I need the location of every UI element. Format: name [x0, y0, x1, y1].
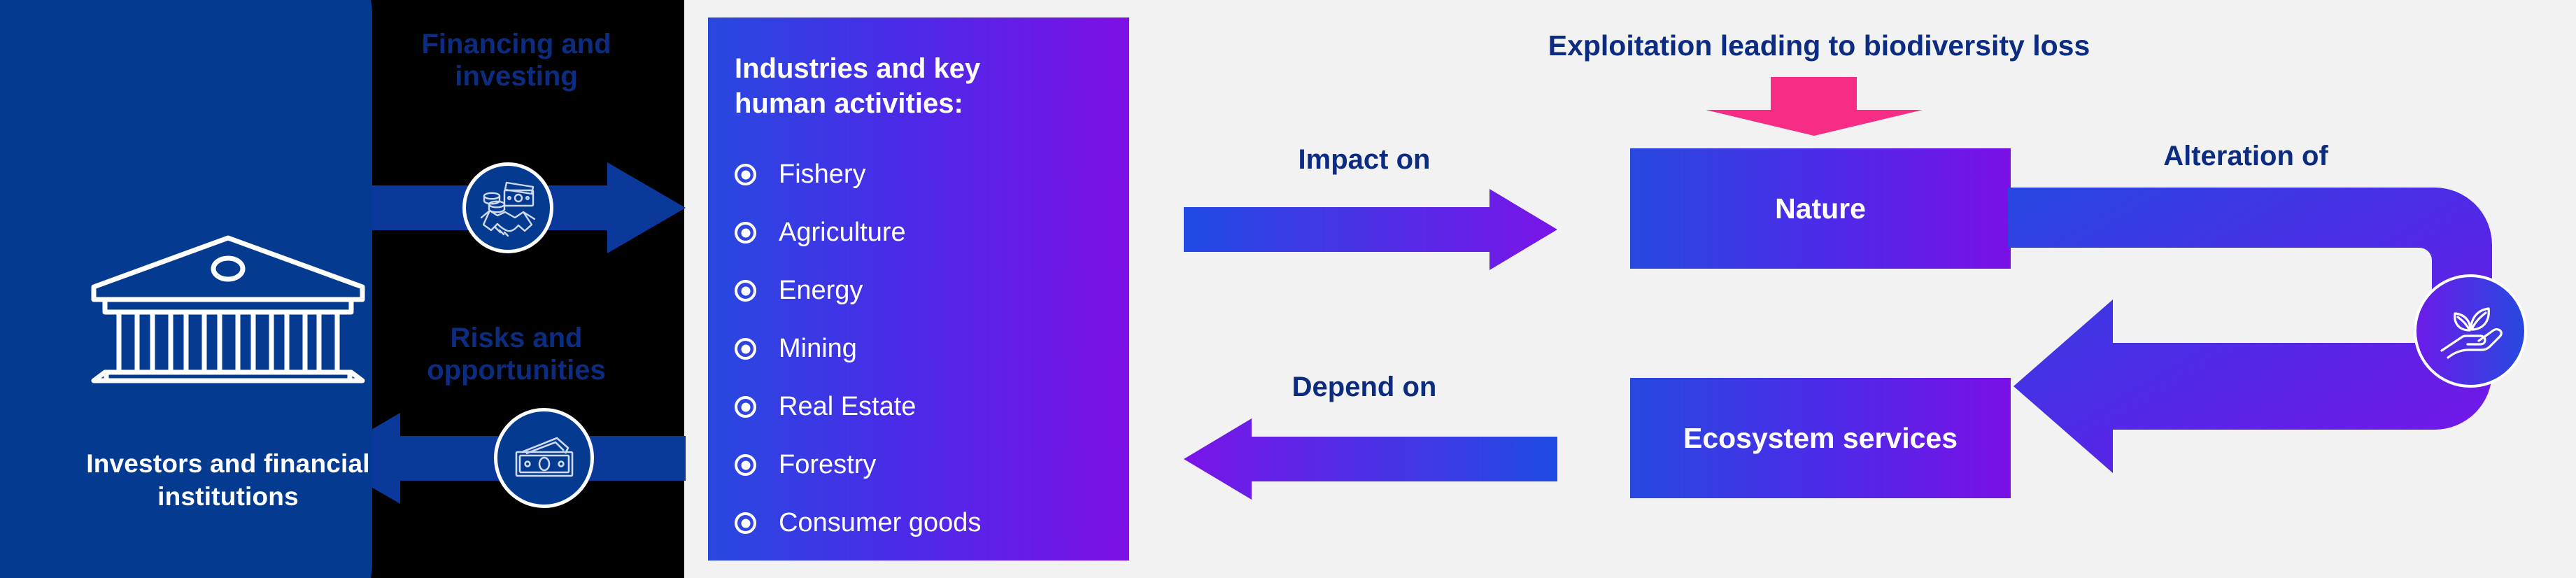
list-item-label: Real Estate: [779, 392, 917, 421]
depend-label: Depend on: [1291, 372, 1437, 402]
exploitation-arrow: [1706, 77, 1923, 136]
industries-panel: Industries and key human activities: Fis…: [708, 17, 1129, 561]
list-item-label: Mining: [779, 334, 857, 363]
list-item: Consumer goods: [735, 494, 1112, 552]
radio-bullet-icon: [735, 338, 756, 360]
radio-bullet-icon: [735, 454, 756, 476]
radio-bullet-icon: [735, 280, 756, 302]
investors-card: [0, 0, 372, 578]
nature-node: Nature: [1630, 148, 2011, 269]
exploitation-label: Exploitation leading to biodiversity los…: [1548, 29, 2090, 62]
nature-label: Nature: [1775, 192, 1866, 225]
list-item-label: Fishery: [779, 160, 866, 189]
list-item: Forestry: [735, 436, 1112, 494]
alteration-loop-arrow: [2008, 188, 2492, 473]
impact-arrow: [1184, 189, 1557, 270]
handshake-money-icon-badge: [462, 162, 553, 253]
bank-building-icon: [91, 235, 365, 383]
radio-bullet-icon: [735, 396, 756, 418]
list-item: Energy: [735, 262, 1112, 320]
alteration-label: Alteration of: [2163, 141, 2328, 171]
radio-bullet-icon: [735, 222, 756, 244]
risks-label: Risks and opportunities: [427, 323, 606, 386]
investors-card-content: Investors and financial institutions: [42, 42, 414, 578]
list-item: Fishery: [735, 146, 1112, 204]
banknote-icon: [515, 437, 573, 477]
list-item-label: Forestry: [779, 450, 877, 479]
list-item-label: Consumer goods: [779, 508, 982, 537]
financing-label: Financing and investing: [421, 29, 611, 92]
radio-bullet-icon: [735, 164, 756, 185]
industries-list: Fishery Agriculture Energy Mining Real E…: [735, 146, 1112, 552]
handshake-money-icon: [480, 181, 536, 237]
ecosystem-node: Ecosystem services: [1630, 378, 2011, 498]
impact-label: Impact on: [1298, 144, 1431, 175]
list-item-label: Energy: [779, 276, 863, 305]
list-item-label: Agriculture: [779, 218, 906, 247]
list-item: Mining: [735, 320, 1112, 378]
ecosystem-label: Ecosystem services: [1683, 421, 1958, 454]
list-item: Agriculture: [735, 204, 1112, 262]
investors-label: Investors and financial institutions: [86, 449, 370, 511]
list-item: Real Estate: [735, 378, 1112, 436]
plant-in-hand-icon: [2440, 307, 2503, 359]
radio-bullet-icon: [735, 512, 756, 534]
banknote-icon-badge: [494, 408, 594, 508]
depend-arrow: [1184, 418, 1557, 500]
plant-in-hand-icon-badge: [2414, 274, 2527, 388]
industries-title: Industries and key human activities:: [735, 53, 981, 120]
